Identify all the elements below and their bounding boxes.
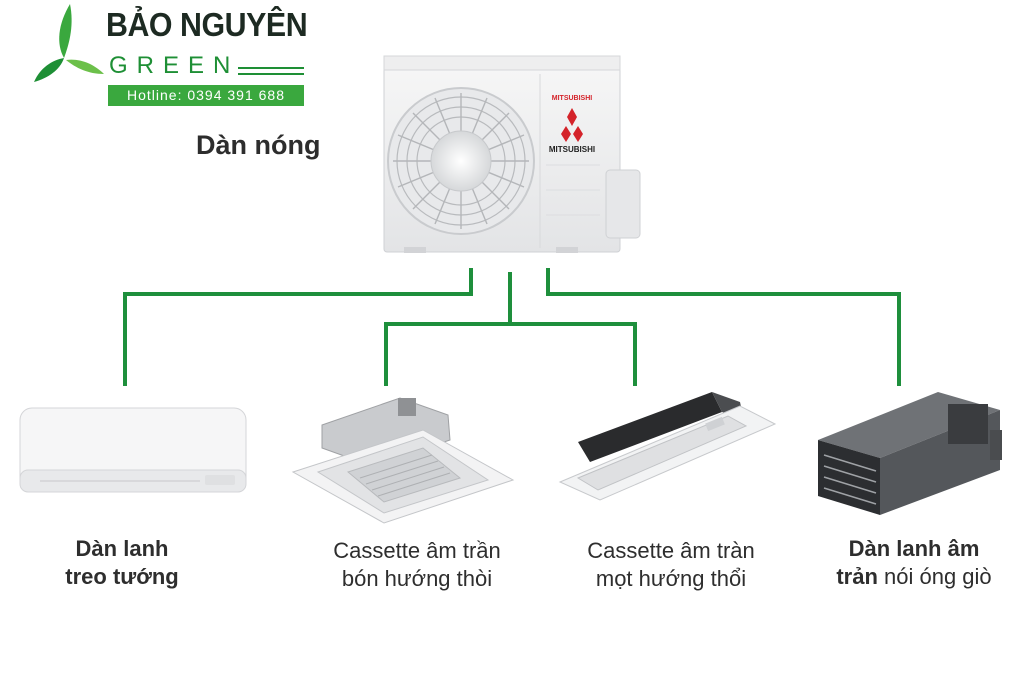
indoor-label-cassette-4way: Cassette âm trần bón hướng thòi <box>307 537 527 593</box>
outdoor-unit-label: Dàn nóng <box>196 130 321 160</box>
label-line: mọt hướng thổi <box>595 566 747 591</box>
wall-mounted-unit <box>19 407 247 493</box>
mitsubishi-diamonds-icon <box>561 108 583 142</box>
connector-line <box>384 272 512 386</box>
brand-text-top: MITSUBISHI <box>552 95 593 102</box>
label-line: Cassette âm tràn <box>587 538 755 563</box>
label-line: trản nói óng giò <box>808 563 1020 591</box>
four-way-cassette-unit <box>291 397 515 524</box>
brand-name: BẢO NGUYÊN <box>106 6 308 43</box>
label-line: Cassette âm trần <box>333 538 501 563</box>
ducted-unit <box>818 392 1002 515</box>
indoor-label-cassette-1way: Cassette âm tràn mọt hướng thổi <box>561 537 781 593</box>
outdoor-unit: MITSUBISHI MITSUBISHI <box>383 55 641 253</box>
label-line: Dàn lanh <box>75 536 169 561</box>
connector-line <box>123 268 473 386</box>
brand-divider <box>238 67 304 69</box>
connector-line <box>546 268 901 386</box>
label-line-rest: nói óng giò <box>877 564 992 589</box>
label-line: bón hướng thòi <box>341 566 493 591</box>
hotline-banner: Hotline: 0394 391 688 <box>108 85 304 106</box>
brand-logo: BẢO NGUYÊN GREEN Hotline: 0394 391 688 <box>30 2 320 112</box>
indoor-label-wall: Dàn lanh treo tướng <box>22 535 222 591</box>
leaf-logo-icon <box>34 4 104 82</box>
brand-text-logo: MITSUBISHI <box>549 145 595 154</box>
label-line: treo tướng <box>65 564 179 589</box>
label-line: Dàn lanh âm <box>848 536 980 561</box>
one-way-cassette-unit <box>558 392 777 501</box>
brand-divider <box>238 73 304 75</box>
connector-line <box>510 322 637 386</box>
brand-subtitle: GREEN <box>109 52 240 79</box>
label-line-bold: trản <box>836 564 878 589</box>
refrigerant-connectors <box>123 268 901 386</box>
indoor-label-ducted: Dàn lanh âm trản nói óng giò <box>808 535 1020 591</box>
